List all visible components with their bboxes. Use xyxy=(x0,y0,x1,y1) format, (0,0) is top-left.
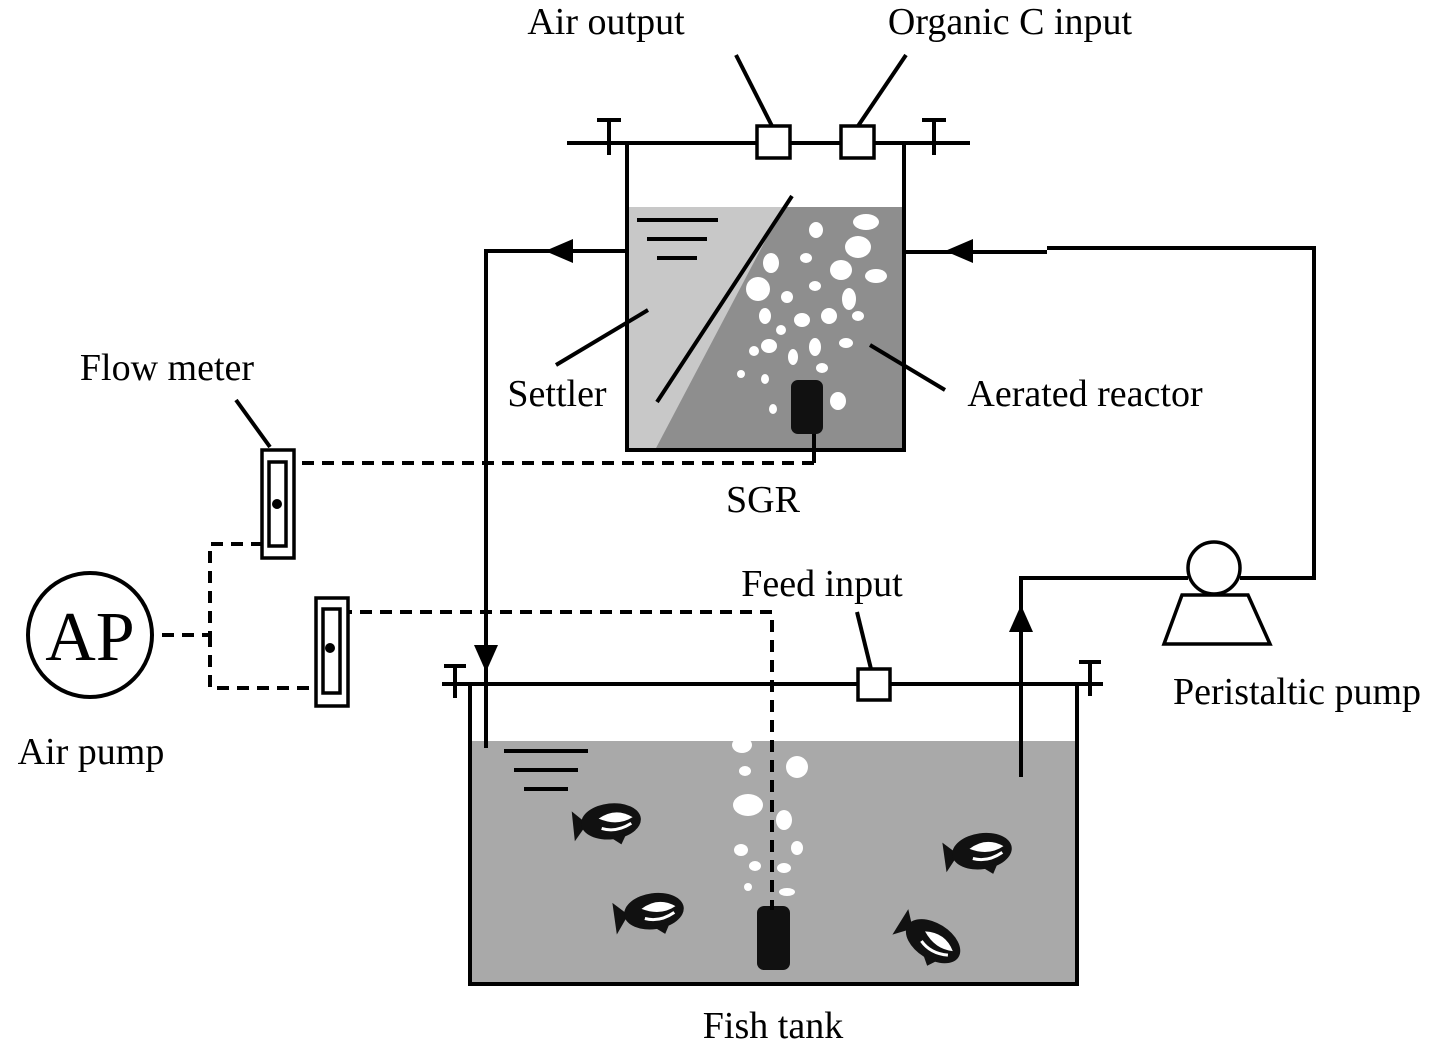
label-organic-c-input: Organic C input xyxy=(888,1,1133,43)
label-flow-meter: Flow meter xyxy=(80,347,254,389)
settler-leader-line xyxy=(554,308,650,367)
air-lines xyxy=(162,461,814,910)
arrow-left-icon xyxy=(945,239,973,263)
arrow-down-icon xyxy=(474,645,498,672)
fish-tank-outlet-pipe xyxy=(1019,576,1188,777)
label-air-output: Air output xyxy=(527,1,685,43)
fish-tank-bubbles xyxy=(732,737,808,896)
air-output-port xyxy=(755,124,792,160)
settler-plate xyxy=(655,194,794,404)
flow-meter-upper xyxy=(234,398,296,560)
label-sgr: SGR xyxy=(726,479,801,521)
fish-icon xyxy=(571,803,641,845)
reactor-diffuser xyxy=(791,380,823,434)
settler-outlet-pipe xyxy=(484,249,627,748)
reactor-bubbles xyxy=(737,214,887,414)
reactor-walls xyxy=(625,143,906,452)
organic-c-input-port xyxy=(839,124,876,160)
fish-icon xyxy=(942,832,1012,874)
pump-outlet-pipe xyxy=(1047,246,1316,580)
label-fish-tank: Fish tank xyxy=(703,1005,843,1044)
fish-icon xyxy=(612,892,684,935)
reactor-tank xyxy=(567,53,970,463)
fish-tank-walls xyxy=(468,684,1079,986)
pump-base-icon xyxy=(1161,593,1273,646)
peristaltic-pump xyxy=(1161,540,1273,646)
label-ap: AP xyxy=(45,599,134,676)
label-feed-input: Feed input xyxy=(741,563,903,605)
flow-meter-lower xyxy=(314,596,350,708)
pump-rotor-icon xyxy=(1186,540,1242,596)
label-peristaltic-pump: Peristaltic pump xyxy=(1173,671,1421,713)
label-air-pump: Air pump xyxy=(18,731,165,773)
arrow-up-icon xyxy=(1009,605,1033,632)
fish-icon xyxy=(892,909,961,966)
water-pipes xyxy=(474,239,1316,777)
feed-input-port xyxy=(856,667,892,702)
arrow-left-icon xyxy=(545,239,573,263)
aerated-reactor-leader-line xyxy=(868,343,947,392)
label-settler: Settler xyxy=(507,373,607,415)
air-line-to-fish-tank xyxy=(340,610,774,910)
label-aerated-reactor: Aerated reactor xyxy=(967,373,1203,415)
air-pump-icon xyxy=(26,571,154,699)
fish-tank-diffuser xyxy=(757,906,790,970)
